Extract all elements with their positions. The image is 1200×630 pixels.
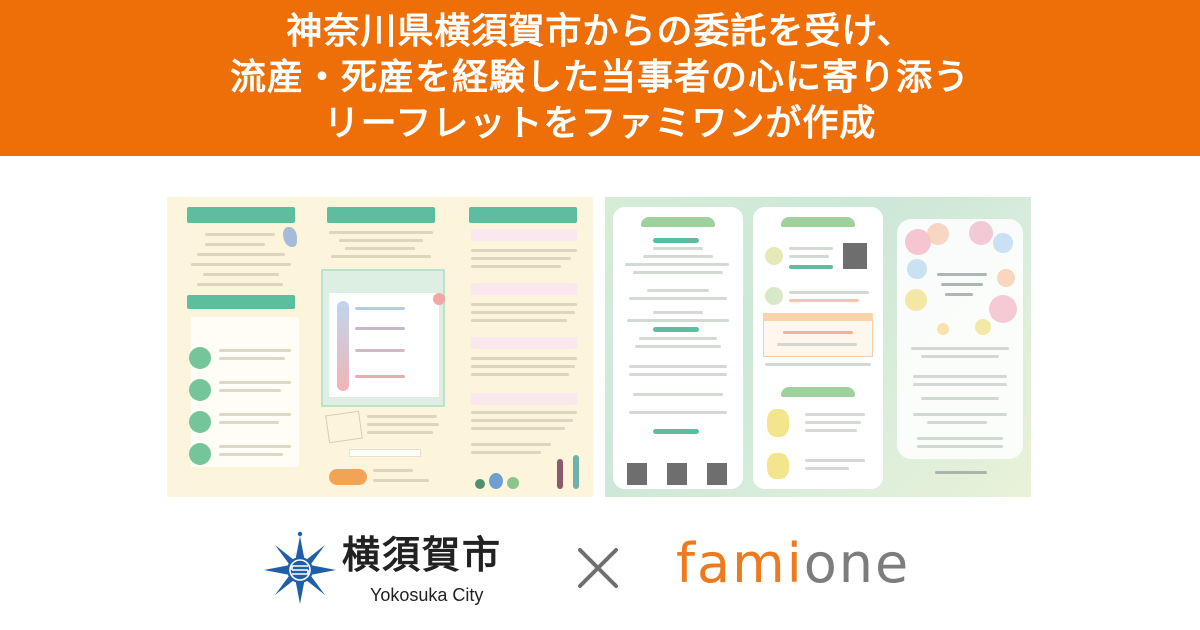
leaflet-image-left [167, 197, 593, 497]
leaflet-image-right [605, 197, 1031, 497]
famione-logo-part-fami: fami [676, 532, 804, 595]
leaflet-panel [315, 197, 447, 497]
leaflet-panel [753, 207, 883, 489]
headline-line-2: 流産・死産を経験した当事者の心に寄り添う [229, 57, 970, 98]
leaflet-panel [175, 197, 307, 497]
headline-line-1: 神奈川県横須賀市からの委託を受け、 [286, 11, 914, 52]
headline-line-3: リーフレットをファミワンが作成 [323, 103, 877, 144]
headline-banner: 神奈川県横須賀市からの委託を受け、 流産・死産を経験した当事者の心に寄り添う リ… [0, 0, 1200, 156]
yokosuka-logo-name-en: Yokosuka City [370, 585, 484, 605]
leaflet-panel [613, 207, 743, 489]
yokosuka-logo-name-ja: 横須賀市 [342, 533, 503, 577]
yokosuka-emblem-icon [264, 531, 336, 604]
leaflet-panel [897, 219, 1023, 459]
collaboration-cross-icon [578, 548, 618, 588]
famione-logo: famione [676, 528, 910, 600]
leaflet-panel [457, 197, 589, 497]
famione-logo-part-one: one [803, 532, 911, 595]
